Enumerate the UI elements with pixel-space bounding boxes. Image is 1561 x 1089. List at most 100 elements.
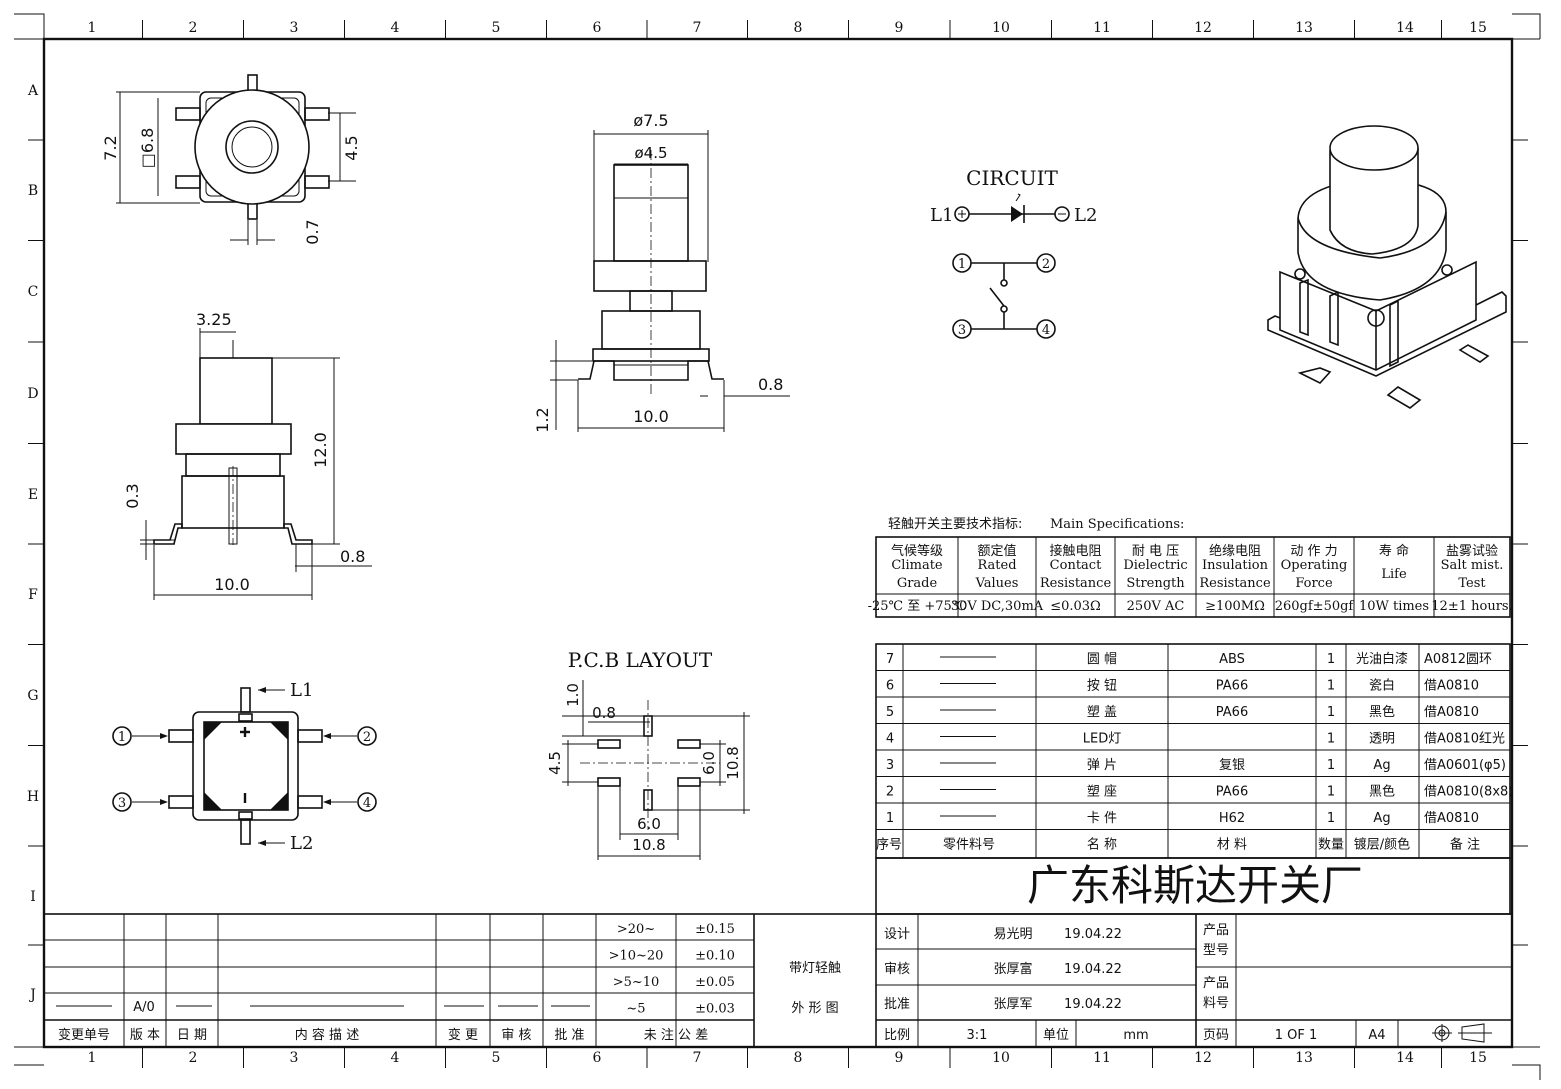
spec-header-en: Force [1295, 576, 1333, 591]
signoff-review-name: 张厚富 [993, 961, 1032, 977]
spec-value: ≥100MΩ [1205, 599, 1265, 614]
bom-header: 备 注 [1450, 837, 1480, 853]
pcb-dim-6-0-v: 6.0 [700, 751, 718, 775]
bom-header: 镀层/颜色 [1354, 837, 1410, 853]
column-marker: 13 [1295, 20, 1313, 36]
side-view: 3.25 12.0 0.3 0.8 10.0 [123, 310, 372, 600]
revision-header: 日 期 [177, 1028, 207, 1043]
signoff-review-date: 19.04.22 [1064, 962, 1122, 977]
projection-symbol-icon [1432, 1023, 1492, 1043]
bom-cell: 瓷白 [1369, 678, 1395, 694]
cap-outline [194, 89, 310, 205]
column-marker: 1 [88, 1050, 97, 1066]
spec-header-en: Operating [1281, 558, 1348, 573]
circuit-diagram: CIRCUIT L1 L2 1 2 3 4 [930, 166, 1097, 339]
column-marker: 14 [1396, 1050, 1414, 1066]
revision-value: A/0 [133, 1000, 155, 1015]
company-name: 广东科斯达开关厂 [1027, 861, 1363, 910]
signoff-review-label: 审核 [884, 962, 910, 977]
column-marker: 6 [593, 1050, 602, 1066]
bom-cell: 1 [1327, 758, 1335, 773]
column-marker: 15 [1469, 1050, 1487, 1066]
spec-value: 10W times [1359, 599, 1429, 614]
drawing-title-line2: 外 形 图 [791, 1001, 838, 1016]
spec-header-en: Life [1381, 567, 1407, 582]
spec-header-cn: 耐 电 压 [1132, 544, 1179, 559]
row-marker: I [30, 889, 36, 905]
bom-cell: 圆 帽 [1087, 651, 1117, 667]
tolerance-footer: 未 注 公 差 [644, 1028, 708, 1043]
bom-cell: 借A0601(φ5) [1424, 758, 1506, 773]
spec-value: ≤0.03Ω [1050, 599, 1101, 614]
bom-cell: PA66 [1216, 785, 1248, 800]
column-marker: 3 [290, 1050, 299, 1066]
dim-7-2: 7.2 [101, 135, 120, 160]
sheet-size: A4 [1368, 1028, 1385, 1043]
column-marker: 15 [1469, 20, 1487, 36]
signoff-design-date: 19.04.22 [1064, 927, 1122, 942]
bom-cell: 借A0810红光 [1424, 731, 1505, 747]
bottom-pin-1: 1 [118, 730, 126, 745]
bom-cell: 1 [1327, 811, 1335, 826]
bom-cell: 弹 片 [1087, 758, 1117, 773]
pcb-dim-0-8: 0.8 [592, 704, 616, 722]
bom-cell: LED灯 [1083, 732, 1121, 747]
spec-value: 30V DC,30mA [951, 599, 1044, 614]
column-marker: 7 [693, 1050, 702, 1066]
pcb-dim-1-0: 1.0 [564, 683, 582, 707]
unit-label: 单位 [1043, 1028, 1069, 1043]
row-marker: E [28, 487, 38, 503]
circuit-l2: L2 [1074, 205, 1097, 226]
signoff-block: 设计 易光明 19.04.22 审核 张厚富 19.04.22 批准 张厚军 1… [876, 914, 1512, 1047]
circuit-pin-1: 1 [958, 257, 966, 272]
product-part-label: 产品料号 [1203, 976, 1229, 1011]
row-marker: B [28, 183, 38, 199]
spec-header-cn: 额定值 [977, 543, 1016, 559]
bom-cell: 透明 [1369, 732, 1395, 747]
bom-header: 序号 [876, 838, 902, 853]
column-marker: 5 [492, 20, 501, 36]
spec-value: -25℃ 至 +75℃ [868, 599, 967, 614]
dim-0-8-front: 0.8 [758, 375, 783, 394]
column-marker: 4 [391, 1050, 400, 1066]
page-value: 1 OF 1 [1275, 1028, 1318, 1043]
bom-cell: 1 [1327, 705, 1335, 720]
bom-cell: 2 [886, 785, 894, 800]
tolerance-value: ±0.10 [695, 949, 735, 964]
bom-cell: Ag [1373, 811, 1390, 826]
spec-table: 轻触开关主要技术指标: Main Specifications: 气候等级Cli… [868, 517, 1513, 618]
spec-header-en: Contact [1050, 558, 1102, 573]
column-marker: 12 [1194, 20, 1212, 36]
column-marker: 13 [1295, 1050, 1313, 1066]
led-symbol [1011, 206, 1023, 222]
column-marker: 9 [895, 1050, 904, 1066]
circuit-pin-3: 3 [958, 323, 966, 338]
product-model-label: 产品型号 [1203, 923, 1229, 958]
spec-header-en: Dielectric [1123, 558, 1187, 573]
spec-header-en: Test [1458, 576, 1486, 591]
bom-header: 材 料 [1217, 838, 1247, 853]
spec-header-en: Resistance [1199, 576, 1271, 591]
spec-value: 12±1 hours. [1431, 599, 1512, 614]
bom-cell: 借A0810 [1424, 811, 1479, 826]
bom-header: 数量 [1318, 838, 1344, 853]
tolerance-value: ±0.03 [695, 1002, 735, 1017]
dim-1-2: 1.2 [533, 407, 552, 432]
bom-cell: ABS [1219, 652, 1245, 667]
front-view: ø7.5 ø4.5 0.8 1.2 10.0 [533, 111, 790, 433]
spec-title-en: Main Specifications: [1050, 517, 1184, 532]
bom-cell: 塑 座 [1087, 785, 1117, 800]
pcb-dim-10-8-h: 10.8 [632, 836, 665, 854]
column-marker: 1 [88, 20, 97, 36]
revision-header: 变 更 [448, 1027, 478, 1043]
column-marker: 11 [1093, 20, 1111, 36]
bom-cell: 借A0810(8x8) [1424, 785, 1513, 800]
circuit-pin-2: 2 [1042, 257, 1050, 272]
row-marker: F [28, 587, 38, 603]
bom-cell: 借A0810 [1424, 705, 1479, 720]
signoff-approve-name: 张厚军 [993, 997, 1032, 1012]
bom-cell: 5 [886, 705, 894, 720]
row-marker: H [27, 789, 39, 805]
